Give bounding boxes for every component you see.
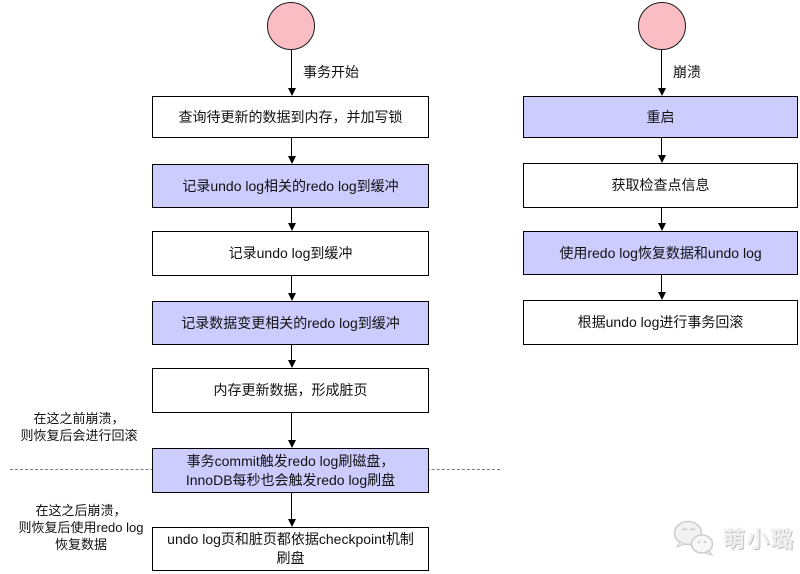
annotation-after-crash: 在这之后崩溃， 则恢复后使用redo log 恢复数据	[18, 503, 144, 552]
arrow-down	[287, 276, 296, 301]
edge-label-crash: 崩溃	[673, 64, 701, 80]
start-circle-crash	[638, 2, 686, 50]
arrow-down	[287, 413, 296, 448]
arrow-down	[287, 493, 296, 527]
flow-node-commit-flush: 事务commit触发redo log刷磁盘， InnoDB每秒也会触发redo …	[152, 448, 429, 493]
flow-node-undo-buffer: 记录undo log到缓冲	[152, 231, 429, 276]
arrow-down	[287, 208, 296, 231]
watermark-text: 萌小璐	[723, 527, 796, 552]
arrow-down	[287, 50, 296, 96]
flow-node-undo-redo-buffer: 记录undo log相关的redo log到缓冲	[152, 164, 429, 208]
watermark: 萌小璐	[672, 519, 795, 557]
flow-node-restart: 重启	[523, 96, 798, 138]
flow-node-query-data: 查询待更新的数据到内存，并加写锁	[152, 96, 429, 138]
flow-node-data-redo-buffer: 记录数据变更相关的redo log到缓冲	[152, 301, 429, 345]
flow-node-checkpoint-flush: undo log页和脏页都依据checkpoint机制 刷盘	[152, 527, 429, 571]
arrow-down	[657, 50, 666, 96]
flow-node-dirty-page: 内存更新数据，形成脏页	[152, 368, 429, 413]
arrow-down	[657, 208, 666, 231]
annotation-before-crash: 在这之前崩溃， 则恢复后会进行回滚	[20, 411, 138, 443]
arrow-down	[287, 345, 296, 368]
wechat-icon	[672, 519, 716, 557]
arrow-down	[287, 138, 296, 164]
flow-node-get-checkpoint: 获取检查点信息	[523, 163, 798, 208]
flow-node-redo-recover: 使用redo log恢复数据和undo log	[523, 231, 798, 275]
start-circle-transaction	[267, 2, 315, 50]
arrow-down	[657, 138, 666, 163]
edge-label-transaction-start: 事务开始	[303, 64, 359, 80]
flow-node-undo-rollback: 根据undo log进行事务回滚	[523, 300, 798, 345]
arrow-down	[657, 275, 666, 300]
